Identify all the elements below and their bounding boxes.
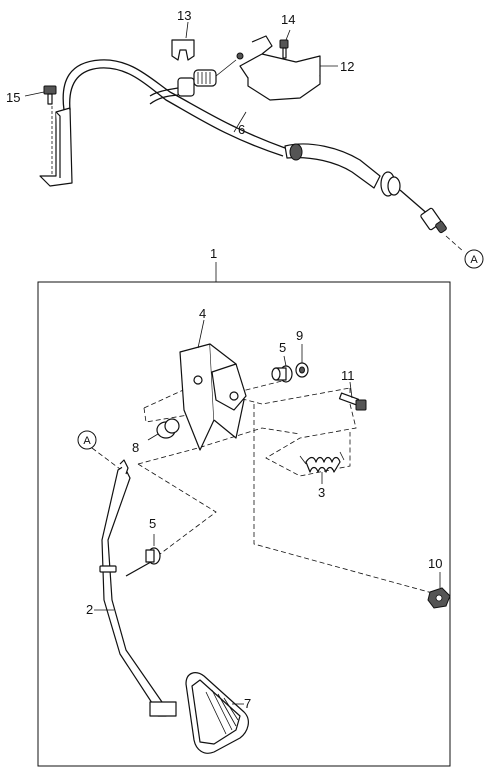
callout-13: 13 bbox=[177, 8, 191, 23]
cable-clip bbox=[171, 21, 195, 61]
leader-cable bbox=[233, 111, 247, 133]
bolt-bracket bbox=[279, 29, 291, 59]
reference-marker-a-bottom-label: A bbox=[83, 435, 91, 447]
reference-marker-a-top-label: A bbox=[470, 254, 478, 266]
bolt-support bbox=[24, 85, 57, 105]
reference-marker-a-bottom: A bbox=[77, 430, 97, 450]
callout-4: 4 bbox=[199, 306, 206, 321]
callout-1: 1 bbox=[210, 246, 217, 261]
callout-7: 7 bbox=[244, 696, 251, 711]
callout-5-upper: 5 bbox=[279, 340, 286, 355]
callout-2: 2 bbox=[86, 602, 93, 617]
callout-10: 10 bbox=[428, 556, 442, 571]
nut bbox=[427, 572, 451, 609]
cable-support-bracket bbox=[39, 96, 73, 187]
callout-11: 11 bbox=[341, 368, 355, 383]
assembly-guide-lines bbox=[91, 379, 437, 595]
washer bbox=[295, 344, 309, 378]
pedal-pad bbox=[185, 672, 249, 754]
assembly-frame bbox=[37, 281, 451, 767]
callout-6: 6 bbox=[238, 122, 245, 137]
cable-bracket bbox=[239, 35, 338, 101]
pedal-arm bbox=[94, 459, 177, 717]
callout-12: 12 bbox=[340, 59, 354, 74]
callout-9: 9 bbox=[296, 328, 303, 343]
bushing-upper bbox=[271, 355, 293, 383]
pedal-stopper bbox=[147, 418, 180, 441]
callout-3: 3 bbox=[318, 485, 325, 500]
bolt-pedal bbox=[338, 381, 367, 411]
callout-14: 14 bbox=[281, 12, 295, 27]
callout-5-lower: 5 bbox=[149, 516, 156, 531]
bushing-lower bbox=[145, 534, 161, 565]
callout-8: 8 bbox=[132, 440, 139, 455]
callout-15: 15 bbox=[6, 90, 20, 105]
return-spring bbox=[299, 451, 345, 484]
throttle-cable bbox=[62, 52, 465, 253]
reference-marker-a-top: A bbox=[464, 249, 484, 269]
pedal-bracket bbox=[179, 319, 247, 451]
